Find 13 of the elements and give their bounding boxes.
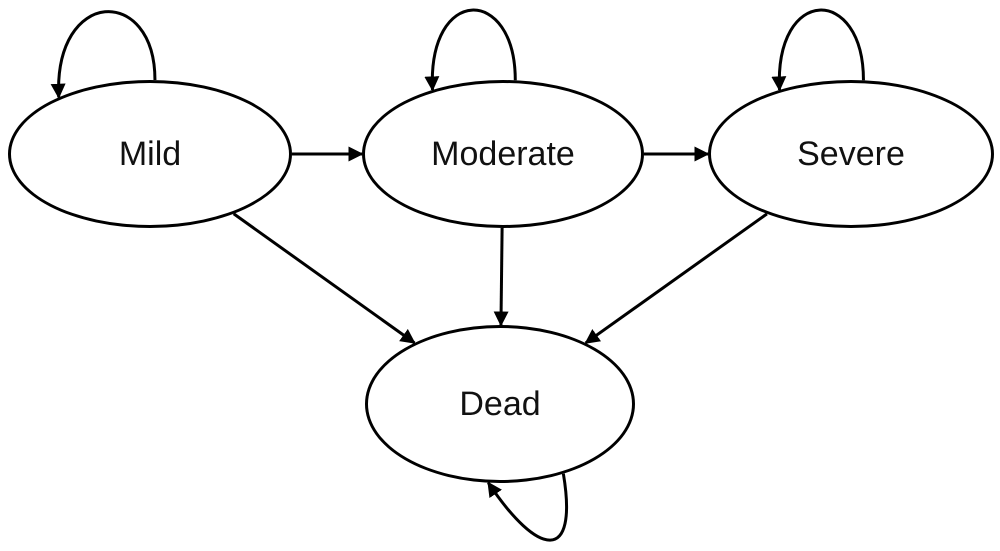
arrow (232, 212, 416, 344)
state-label: Moderate (431, 134, 575, 174)
arrow (292, 146, 364, 162)
arrow (487, 474, 568, 542)
arrow (425, 8, 517, 92)
state-label: Dead (459, 384, 541, 424)
arrow (52, 10, 156, 99)
arrow (772, 8, 865, 92)
arrow (494, 228, 509, 326)
state-label: Mild (118, 134, 182, 174)
state-label: Severe (797, 134, 905, 174)
arrow (584, 212, 768, 344)
arrow (644, 146, 710, 162)
